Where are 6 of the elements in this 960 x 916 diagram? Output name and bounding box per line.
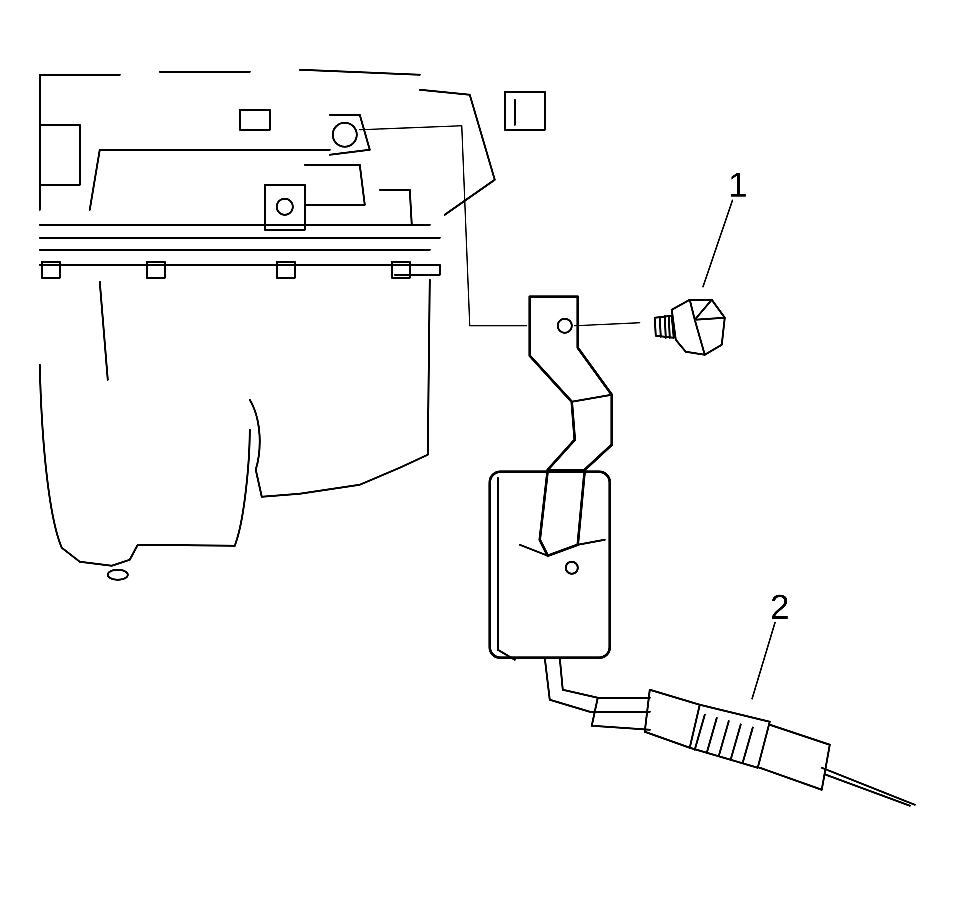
callout-number: 2 bbox=[772, 594, 788, 620]
callout-number: 1 bbox=[731, 173, 746, 197]
leader-line bbox=[752, 622, 776, 700]
bolt-drawing bbox=[654, 299, 726, 356]
leader-line bbox=[702, 200, 734, 288]
sensor-drawing bbox=[544, 657, 916, 807]
